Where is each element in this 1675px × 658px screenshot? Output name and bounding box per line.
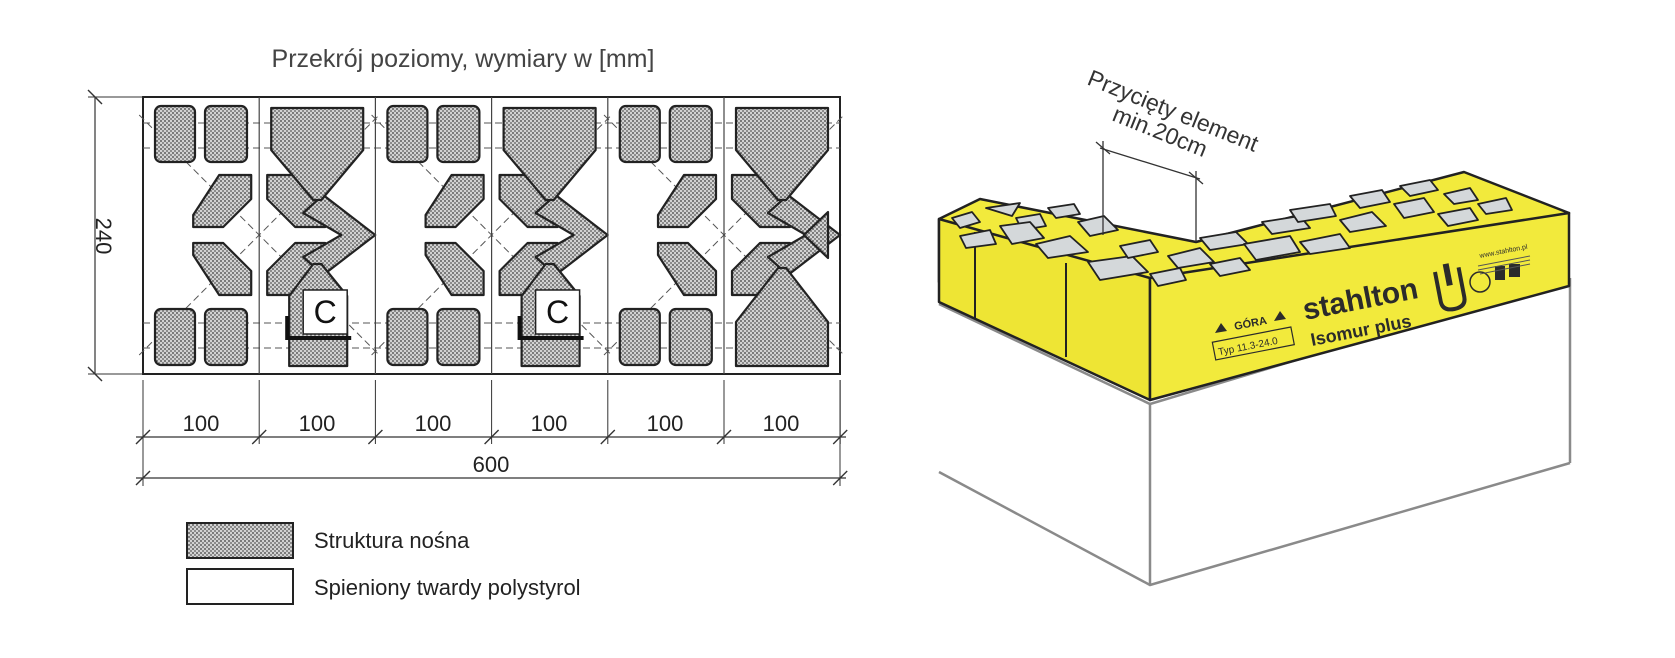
dim-total: 600 xyxy=(473,452,510,477)
bearing-cell xyxy=(153,104,197,164)
inclusion-shape xyxy=(1167,247,1215,269)
c-insert-label: C xyxy=(546,294,569,330)
inclusion-shape xyxy=(1339,211,1387,233)
height-dim-label: 240 xyxy=(91,218,116,255)
fine-print xyxy=(1477,255,1531,275)
dim-tick xyxy=(832,429,848,445)
bearing-cell xyxy=(436,307,481,367)
bearing-cell xyxy=(203,307,249,367)
width-dimensions xyxy=(135,380,848,486)
insulation-block xyxy=(937,170,1571,402)
inclusion-shape xyxy=(1477,197,1513,215)
ring-segment xyxy=(192,241,253,297)
bearing-cell xyxy=(436,104,481,164)
ring-segment xyxy=(424,173,485,229)
inclusion-shape xyxy=(1399,179,1439,197)
inclusion-shape xyxy=(1047,203,1081,219)
bearing-cell xyxy=(386,307,429,367)
inclusion-shape xyxy=(1349,189,1391,209)
legend-swatch-hatched xyxy=(186,522,294,559)
dim-segment-2: 100 xyxy=(299,411,336,436)
legend-label-structure: Struktura nośna xyxy=(314,528,470,553)
top-mark: GÓRA xyxy=(1233,314,1268,333)
bearing-cell xyxy=(386,104,429,164)
inclusion-shape xyxy=(1119,239,1159,259)
c-insert-bracket xyxy=(285,316,352,340)
inclusion-shape xyxy=(1077,215,1119,237)
c-insert-label: C xyxy=(314,294,337,330)
ring-segment xyxy=(424,241,485,297)
isometric-view: stahlton Isomur plus GÓRA Typ 11.3-24.0 … xyxy=(937,65,1572,587)
height-dimension: 240 xyxy=(87,89,143,382)
top-arrow-right xyxy=(1274,311,1286,321)
c-insert-box xyxy=(534,289,581,335)
cert-badge-icon xyxy=(1469,264,1520,293)
ring-segment xyxy=(656,173,718,229)
block-front-face-right xyxy=(1148,211,1571,402)
top-arrow-left xyxy=(1215,323,1227,333)
dim-tick xyxy=(135,470,151,486)
legend-label-foam: Spieniony twardy polystyrol xyxy=(314,575,581,600)
dim-segment-1: 100 xyxy=(183,411,220,436)
bearing-cell xyxy=(203,104,249,164)
cut-dimension xyxy=(1095,141,1204,242)
bearing-cell xyxy=(153,307,197,367)
inclusion-shape xyxy=(1035,235,1089,259)
bearing-cell xyxy=(618,307,661,367)
dim-tick xyxy=(135,429,151,445)
pentagon-cell xyxy=(734,106,830,202)
legend: Struktura nośna Spieniony twardy polysty… xyxy=(186,522,581,605)
inclusion-shape xyxy=(1243,235,1301,261)
bearing-cell xyxy=(668,104,713,164)
pentagon-cell xyxy=(502,106,597,202)
inclusion-shape xyxy=(1393,197,1435,219)
dim-segment-5: 100 xyxy=(647,411,684,436)
ring-segment xyxy=(192,173,253,229)
dim-segment-3: 100 xyxy=(415,411,452,436)
dim-segment-4: 100 xyxy=(531,411,568,436)
inclusion-shape xyxy=(1443,187,1479,205)
bearing-cell xyxy=(618,104,661,164)
section-title: Przekrój poziomy, wymiary w [mm] xyxy=(272,45,655,73)
dim-tick xyxy=(832,470,848,486)
pentagon-cell xyxy=(734,266,830,368)
edge-wedge xyxy=(802,210,830,260)
c-insert-box xyxy=(302,289,348,335)
dim-segment-6: 100 xyxy=(763,411,800,436)
block-inclusions xyxy=(951,179,1513,287)
u-mark-icon xyxy=(1433,263,1467,312)
inclusion-shape xyxy=(1299,233,1351,255)
dim-tick xyxy=(251,429,267,445)
pentagon-cell xyxy=(270,106,365,202)
inclusion-shape xyxy=(985,202,1021,217)
inclusion-shape xyxy=(999,221,1045,245)
dim-tick xyxy=(600,429,616,445)
inclusion-shape xyxy=(959,229,997,249)
bearing-cell xyxy=(668,307,713,367)
c-insert-bracket xyxy=(517,316,584,340)
dim-tick xyxy=(484,429,500,445)
ring-arm xyxy=(766,193,842,277)
dim-tick xyxy=(716,429,732,445)
inclusion-shape xyxy=(1149,267,1187,287)
dim-tick xyxy=(367,429,383,445)
legend-swatch-plain xyxy=(186,568,294,605)
inclusion-shape xyxy=(951,211,981,229)
inclusion-shape xyxy=(1289,203,1337,223)
ring-segment xyxy=(656,241,718,297)
inclusion-shape xyxy=(1437,207,1479,227)
segment-dividers xyxy=(258,97,725,374)
inclusion-shape xyxy=(1087,255,1149,281)
inclusion-shape xyxy=(1209,257,1251,277)
